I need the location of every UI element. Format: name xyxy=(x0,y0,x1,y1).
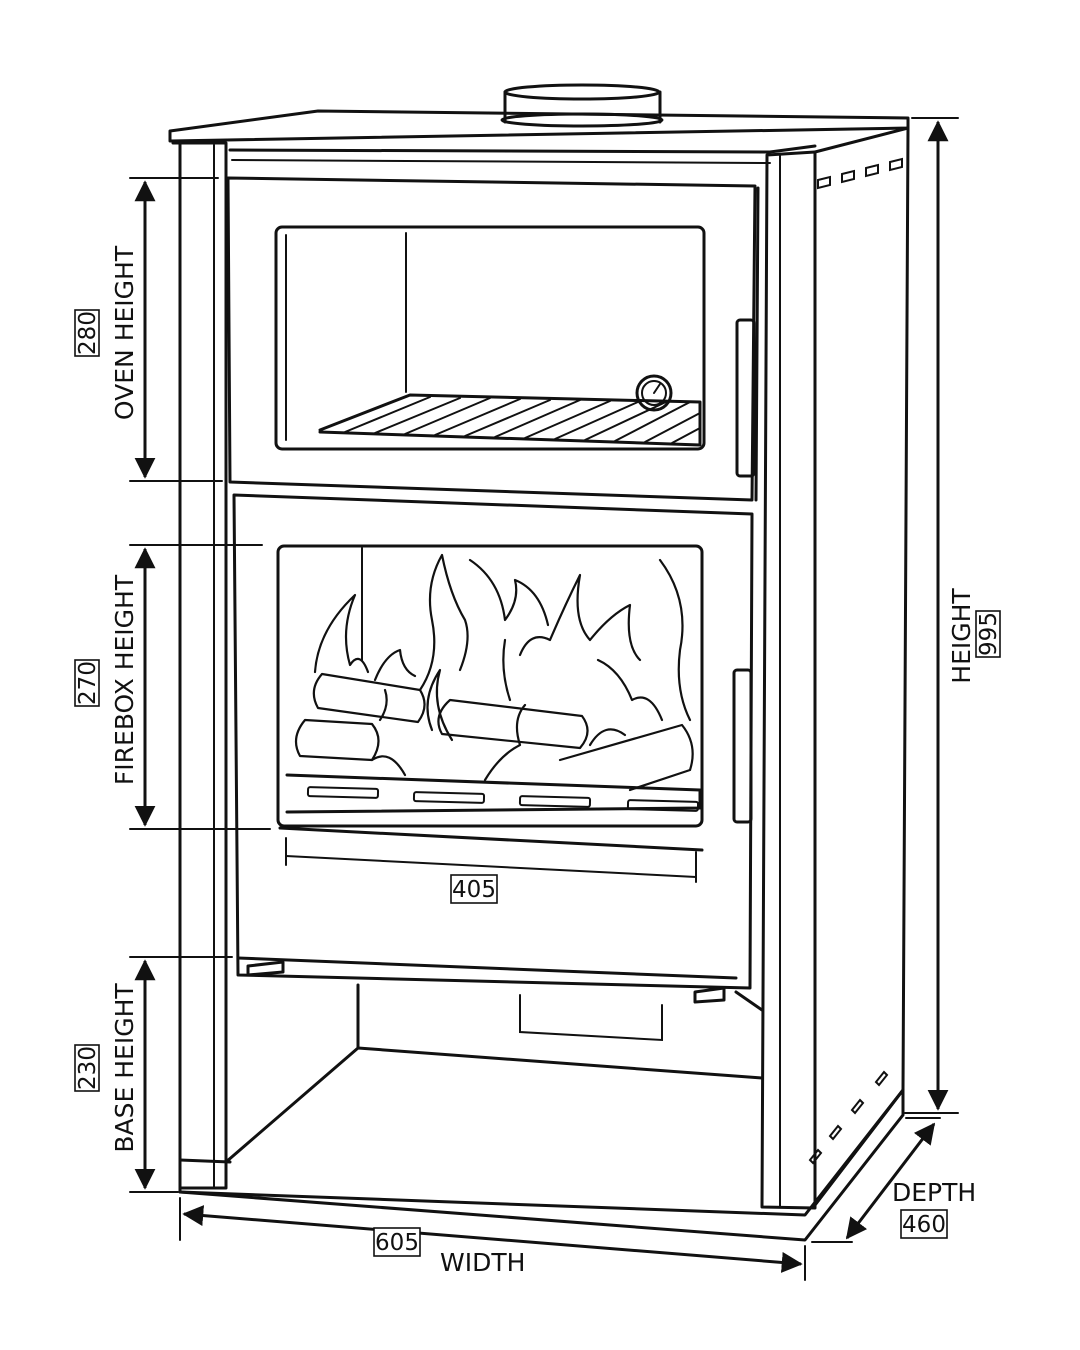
flames xyxy=(313,553,692,782)
svg-text:280: 280 xyxy=(75,311,101,355)
svg-text:270: 270 xyxy=(75,661,101,705)
svg-text:605: 605 xyxy=(375,1230,419,1256)
side-panel xyxy=(813,126,910,1207)
base-height-label: BASE HEIGHT xyxy=(110,983,139,1153)
oven-height-label: OVEN HEIGHT xyxy=(110,245,139,420)
logs xyxy=(294,672,694,792)
height-value: 995 xyxy=(975,610,1002,658)
width-label: WIDTH xyxy=(440,1248,525,1277)
oven-height-value: 280 xyxy=(74,309,101,357)
svg-text:230: 230 xyxy=(75,1046,101,1090)
air-slots xyxy=(306,786,700,812)
stove-drawing xyxy=(168,83,910,1242)
firebox-width-value: 405 xyxy=(450,874,498,904)
thermometer-icon xyxy=(635,374,673,412)
vent-slots-top xyxy=(817,157,903,190)
top-plate xyxy=(168,109,910,164)
svg-text:BASE HEIGHT: BASE HEIGHT xyxy=(110,983,139,1153)
svg-text:995: 995 xyxy=(976,612,1002,656)
oven-door xyxy=(226,176,760,502)
depth-label: DEPTH xyxy=(892,1178,976,1207)
oven-handle xyxy=(735,318,756,478)
firebox-width-line xyxy=(285,855,697,878)
width-value: 605 xyxy=(373,1227,421,1257)
svg-text:FIREBOX HEIGHT: FIREBOX HEIGHT xyxy=(110,574,139,785)
svg-text:OVEN HEIGHT: OVEN HEIGHT xyxy=(110,245,139,420)
svg-text:460: 460 xyxy=(902,1212,946,1238)
svg-text:405: 405 xyxy=(452,877,496,903)
depth-arrow xyxy=(845,1122,936,1240)
firebox-door xyxy=(232,493,754,1004)
depth-value: 460 xyxy=(900,1209,948,1239)
firebox-handle xyxy=(732,668,753,824)
height-label: HEIGHT xyxy=(947,588,976,684)
firebox-height-label: FIREBOX HEIGHT xyxy=(110,574,139,785)
log-store xyxy=(224,983,764,1164)
vent-slots-bottom xyxy=(808,1070,889,1165)
svg-text:HEIGHT: HEIGHT xyxy=(947,588,976,684)
flue-collar xyxy=(500,83,664,128)
oven-shelf xyxy=(318,393,702,447)
base-plinth xyxy=(178,1088,905,1242)
width-arrow xyxy=(182,1205,803,1273)
dimension-lines xyxy=(129,117,959,1281)
right-post xyxy=(760,150,817,1210)
firebox-height-value: 270 xyxy=(74,659,101,707)
base-height-value: 230 xyxy=(74,1044,101,1092)
left-post xyxy=(171,141,228,1190)
